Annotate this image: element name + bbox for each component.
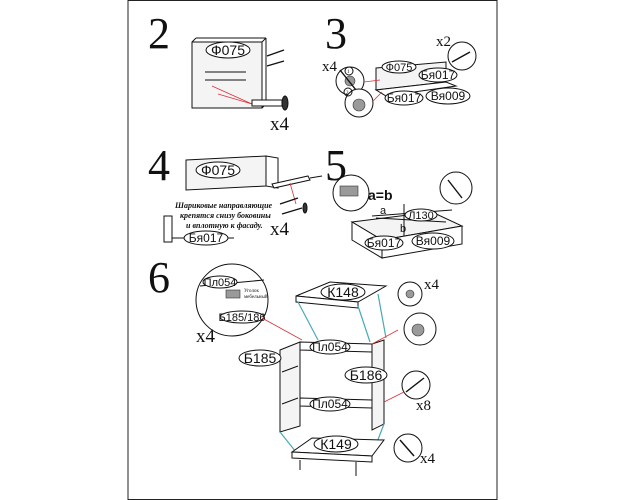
step-2-label-oval	[205, 41, 251, 59]
step-6-quantity-bottom-right: x4	[420, 451, 436, 467]
step-5-dim-b: b	[400, 223, 406, 235]
step-6-callout-leg	[393, 433, 423, 463]
step-6-label-shelf-bottom: Пл054	[312, 397, 348, 411]
step-3-callout-1: 1	[347, 70, 350, 75]
step-6-quantity-mid-right: x8	[416, 398, 431, 414]
step-3-number: 3	[325, 9, 347, 58]
step-5-label-l130: Л130	[408, 210, 434, 222]
step-3-callout-2: 2	[346, 91, 349, 96]
step-6-label-right: Б186	[350, 367, 383, 383]
step-2-dowel	[251, 99, 283, 107]
step-6-number: 6	[148, 253, 170, 302]
step-6: 6 Пл054 Б185/186 Уголок мебельный x4 К14…	[148, 253, 440, 476]
step-6-quantity-left: x4	[196, 326, 216, 347]
step-3-label-bya017-b: Бя017	[387, 91, 422, 105]
step-5-dim-a: a	[380, 205, 387, 217]
step-6-label-shelf-top: Пл054	[312, 340, 348, 354]
step-4: 4 Ф075 x4 Шариковые направляющие крепятс…	[148, 141, 323, 246]
step-6-quantity-top-right: x4	[424, 277, 440, 293]
step-4-note-line-3: и вплотную к фасаду.	[186, 221, 263, 230]
step-4-quantity: x4	[270, 219, 290, 240]
step-2-screw	[266, 49, 285, 57]
step-5-label-bya017: Бя017	[367, 236, 402, 250]
step-5-callout-right	[439, 171, 473, 205]
step-6-label-top: К148	[327, 284, 359, 300]
step-6-callout-label-b185-186: Б185/186	[219, 312, 266, 324]
step-4-rail	[271, 175, 311, 189]
step-6-right-side	[371, 339, 385, 431]
step-6-label-left: Б185	[244, 350, 277, 366]
step-4-number: 4	[148, 141, 170, 190]
step-3-label-vya009: Вя009	[431, 89, 466, 103]
step-6-callout-note-1: Уголок	[244, 289, 259, 294]
step-5-equation: a=b	[368, 187, 393, 203]
step-4-rail-label: Бя017	[189, 231, 224, 245]
step-3: 3 x4 x2 Ф075 Бя017 Бя017 Вя009 1 2	[322, 9, 477, 118]
step-6-left-side	[279, 341, 301, 433]
step-6-callout-note-2: мебельный	[244, 295, 268, 300]
step-3-label-bya017-a: Бя017	[421, 68, 456, 82]
step-4-note-line-1: Шариковые направляющие	[174, 201, 273, 210]
step-4-note-line-2: крепятся снизу боковины	[180, 211, 271, 220]
step-3-quantity-right: x2	[436, 34, 451, 50]
step-2: 2 Ф075 x4	[148, 9, 290, 135]
step-4-part-label: Ф075	[201, 162, 235, 178]
step-6-label-bottom: К149	[320, 436, 352, 452]
step-2-number: 2	[148, 9, 170, 58]
step-2-quantity: x4	[270, 114, 290, 135]
step-3-label-f075: Ф075	[386, 62, 413, 74]
step-2-part-label: Ф075	[211, 42, 245, 58]
step-6-callout-label-pl054: Пл054	[204, 277, 237, 289]
step-3-quantity-left: x4	[322, 59, 338, 75]
step-5: 5 a=b a b Л130 Бя017 Вя009	[325, 141, 473, 259]
step-5-label-vya009: Вя009	[416, 234, 451, 248]
